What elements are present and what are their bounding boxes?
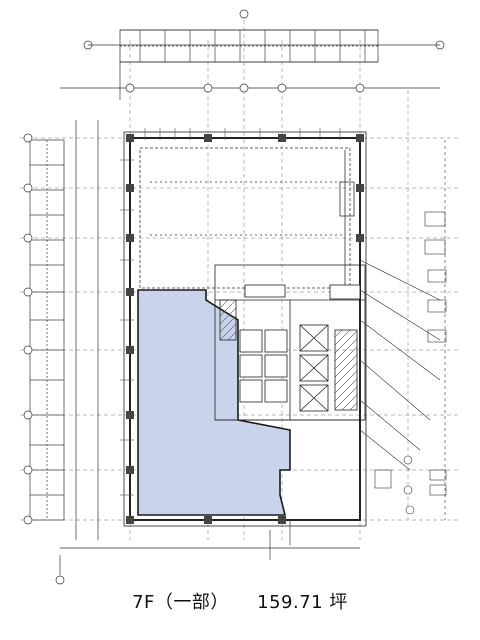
top-grid-markers: [60, 83, 440, 93]
floor-plan-drawing: [20, 9, 460, 585]
building-outline: [120, 128, 367, 527]
right-annotations: [359, 140, 447, 520]
leased-area-highlight: [137, 289, 291, 516]
floor-caption: 7F（一部） 159.71 坪: [0, 588, 480, 614]
bottom-grid-markers: [60, 520, 360, 560]
building-core: [214, 264, 366, 421]
left-dimension-strip: [23, 60, 121, 585]
floor-area: 159.71 坪: [257, 592, 348, 613]
top-dimension-strip: [83, 9, 445, 63]
floor-label: 7F（一部）: [132, 592, 229, 613]
interior-partitions: [139, 147, 355, 290]
